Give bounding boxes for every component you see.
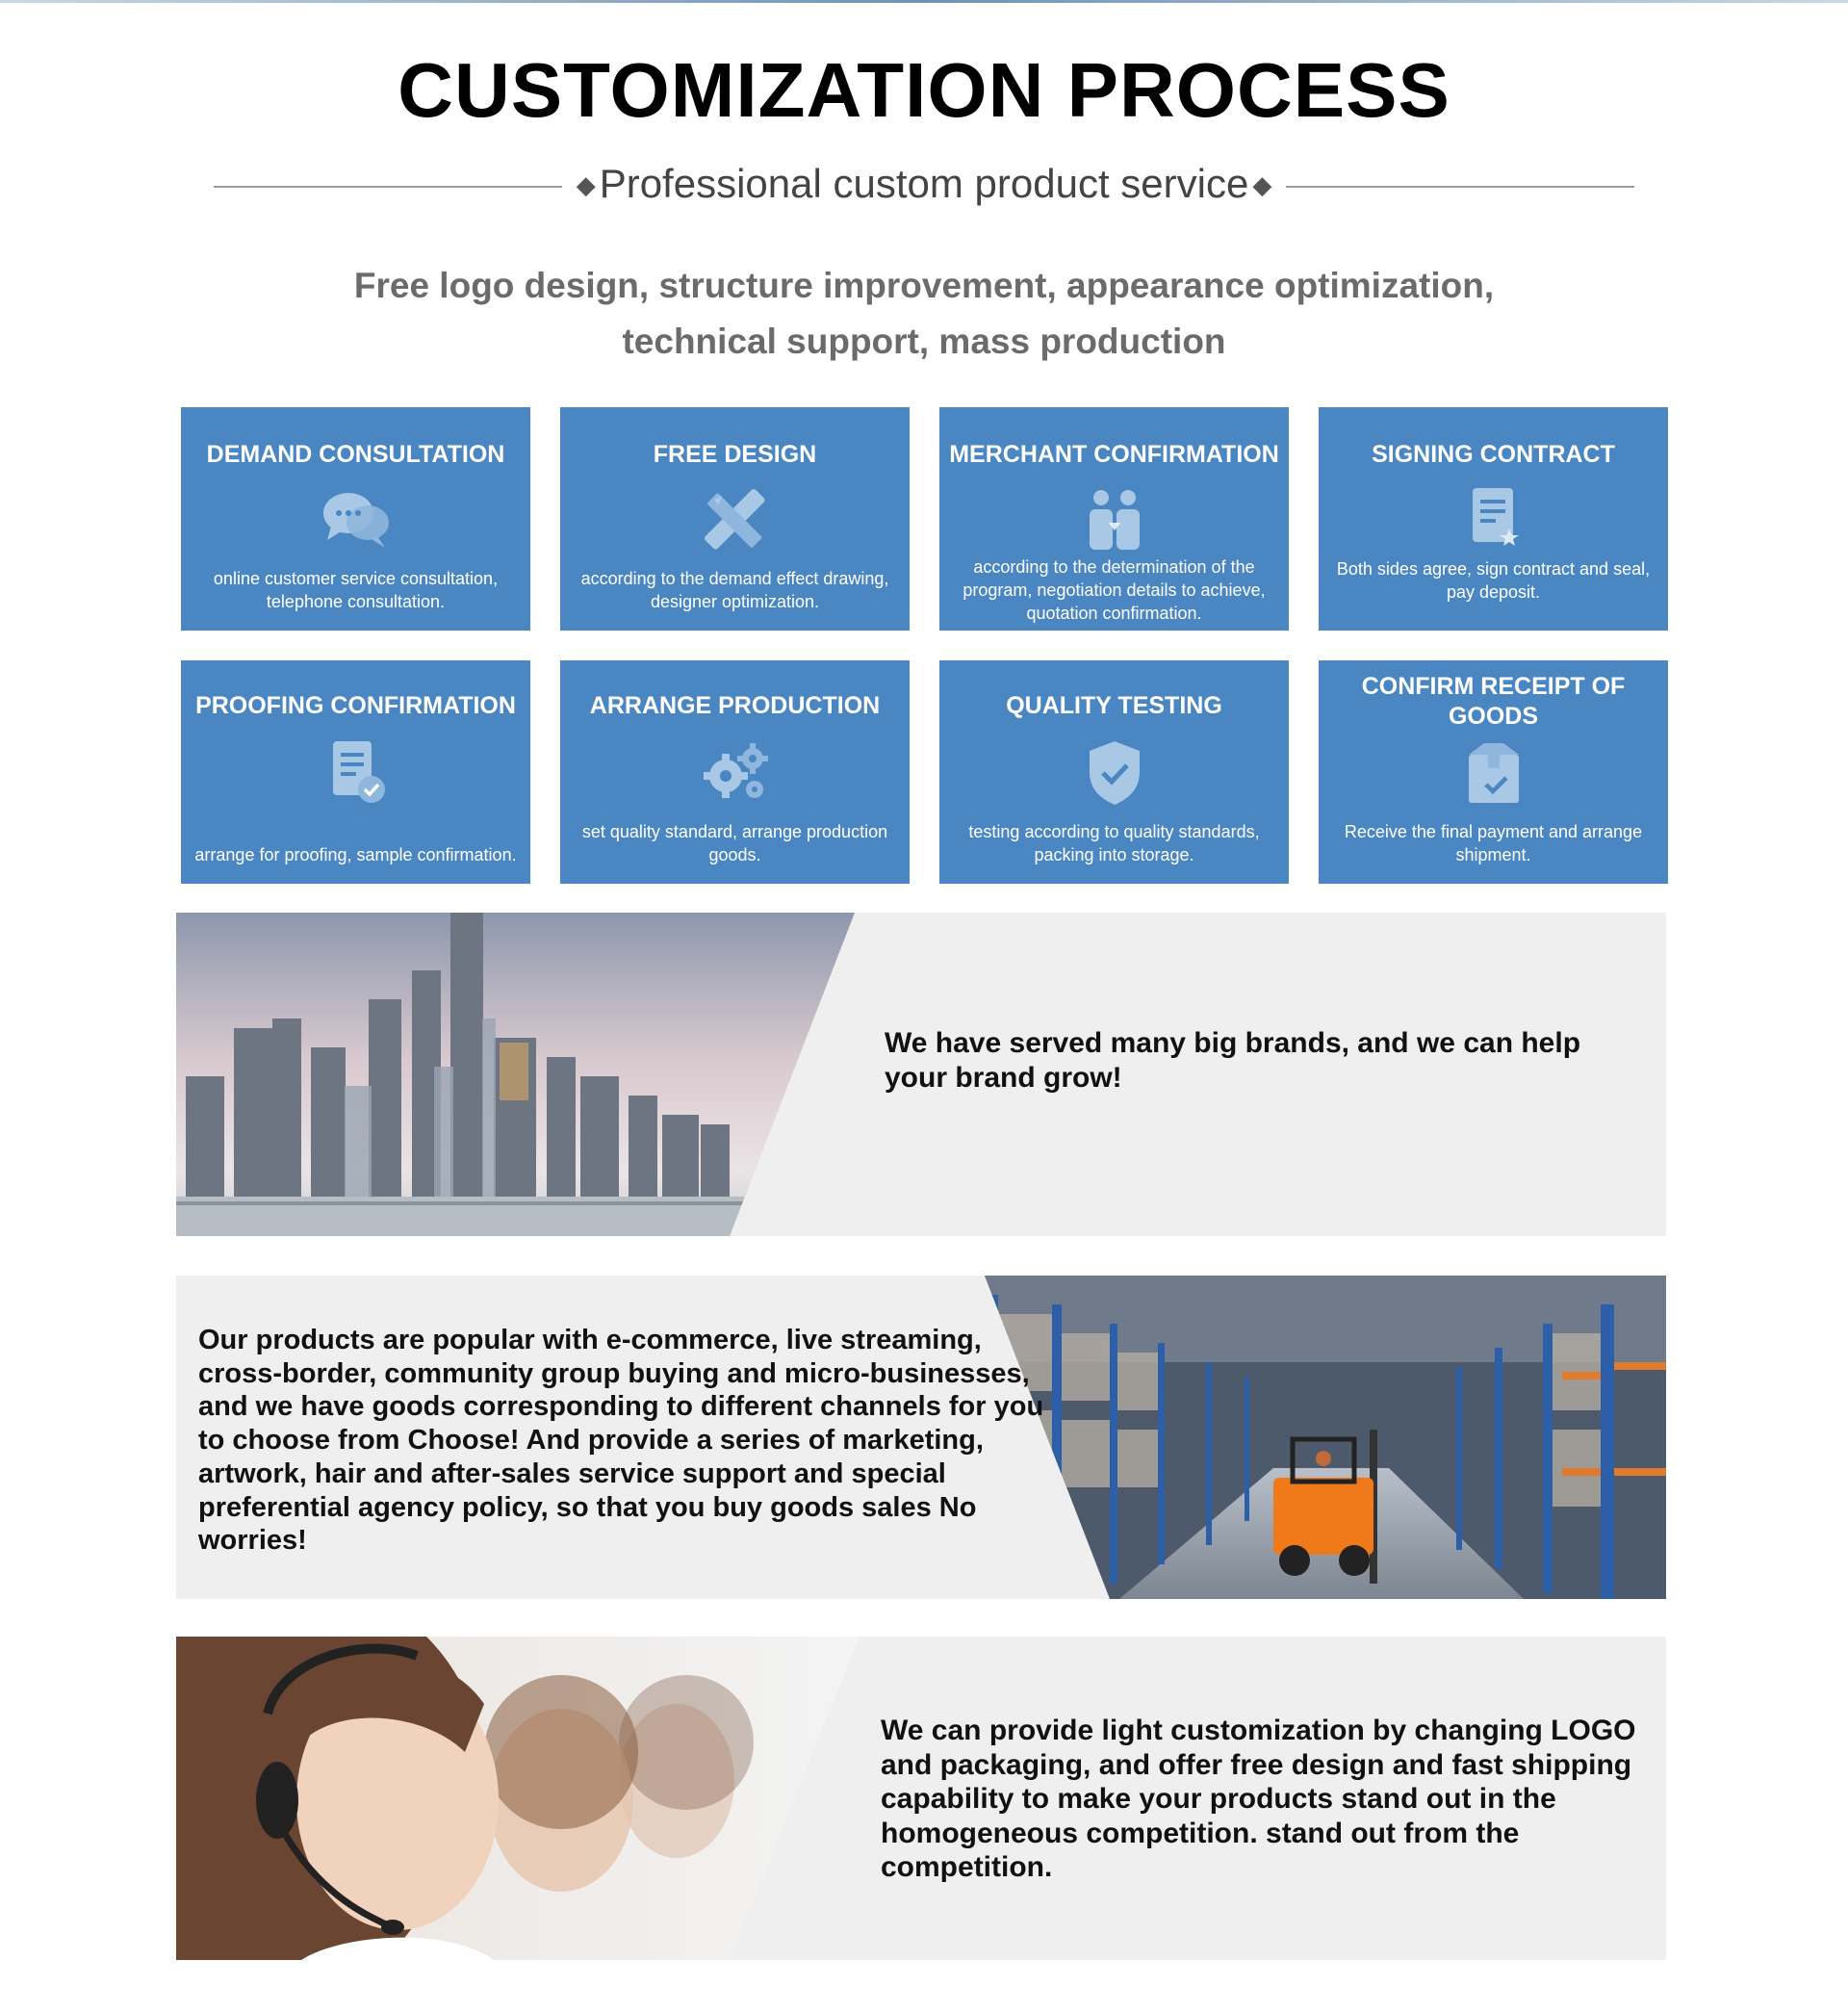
people-icon [1089, 490, 1140, 550]
step-card-proofing-confirmation: PROOFING CONFIRMATION arrange for proofi… [181, 660, 530, 884]
step-card-arrange-production: ARRANGE PRODUCTION set quality standard,… [560, 660, 910, 884]
diamond-icon-right: ◆ [1252, 170, 1272, 199]
step-title: CONFIRM RECEIPT OF GOODS [1361, 673, 1626, 730]
step-title: MERCHANT CONFIRMATION [949, 441, 1279, 468]
step-desc: testing according to quality standards, … [968, 822, 1260, 864]
step-title: QUALITY TESTING [1006, 692, 1222, 719]
intro-line-2: technical support, mass production [622, 322, 1226, 361]
step-card-free-design: FREE DESIGN according to the demand effe… [560, 407, 910, 631]
subtitle-row: ◆Professional custom product service◆ [214, 157, 1634, 215]
diamond-icon-left: ◆ [576, 170, 596, 199]
gears-icon [703, 743, 768, 798]
intro-text: Free logo design, structure improvement,… [289, 258, 1559, 370]
step-desc: according to the demand effect drawing, … [580, 569, 889, 611]
subtitle: ◆Professional custom product service◆ [214, 161, 1634, 207]
banner-text: We have served many big brands, and we c… [885, 1027, 1581, 1094]
document-check-icon [332, 741, 385, 803]
warehouse-forklift-photo [985, 1276, 1666, 1599]
chat-bubbles-icon [322, 493, 389, 548]
step-desc: arrange for proofing, sample confirmatio… [194, 845, 517, 864]
brand-growth-banner: We have served many big brands, and we c… [176, 913, 1666, 1236]
step-title: FREE DESIGN [653, 441, 817, 468]
step-title: PROOFING CONFIRMATION [195, 692, 516, 719]
step-title: ARRANGE PRODUCTION [589, 692, 881, 719]
divider-line-right [1286, 186, 1634, 188]
shield-check-icon [1089, 741, 1140, 805]
pencil-ruler-icon [704, 489, 765, 550]
step-card-quality-testing: QUALITY TESTING testing according to qua… [939, 660, 1289, 884]
step-desc: online customer service consultation, te… [213, 569, 499, 611]
step-desc: set quality standard, arrange production… [581, 822, 888, 864]
step-card-demand-consultation: DEMAND CONSULTATION online customer serv… [181, 407, 530, 631]
box-check-icon [1468, 743, 1519, 803]
step-desc: Both sides agree, sign contract and seal… [1336, 559, 1651, 602]
channels-banner: Our products are popular with e-commerce… [176, 1276, 1666, 1599]
customer-service-photo [176, 1637, 860, 1960]
step-card-signing-contract: SIGNING CONTRACT Both sides agree, sign … [1319, 407, 1668, 631]
step-title: SIGNING CONTRACT [1372, 441, 1615, 468]
contract-icon [1472, 488, 1519, 546]
step-card-merchant-confirmation: MERCHANT CONFIRMATION according to the d… [939, 407, 1289, 631]
subtitle-label: Professional custom product service [599, 161, 1249, 206]
customization-banner: We can provide light customization by ch… [176, 1637, 1666, 1960]
step-title: DEMAND CONSULTATION [206, 441, 505, 468]
top-accent-line [0, 0, 1848, 3]
step-desc: Receive the final payment and arrange sh… [1344, 822, 1643, 864]
step-desc: according to the determination of the pr… [962, 557, 1266, 623]
page-title: CUSTOMIZATION PROCESS [398, 47, 1450, 133]
city-skyline-photo [176, 913, 855, 1236]
banner-text: We can provide light customization by ch… [881, 1715, 1636, 1883]
banner-text: Our products are popular with e-commerce… [198, 1325, 1044, 1557]
divider-line-left [214, 186, 562, 188]
intro-line-1: Free logo design, structure improvement,… [353, 266, 1495, 305]
step-card-confirm-receipt: CONFIRM RECEIPT OF GOODS Receive the fin… [1319, 660, 1668, 884]
